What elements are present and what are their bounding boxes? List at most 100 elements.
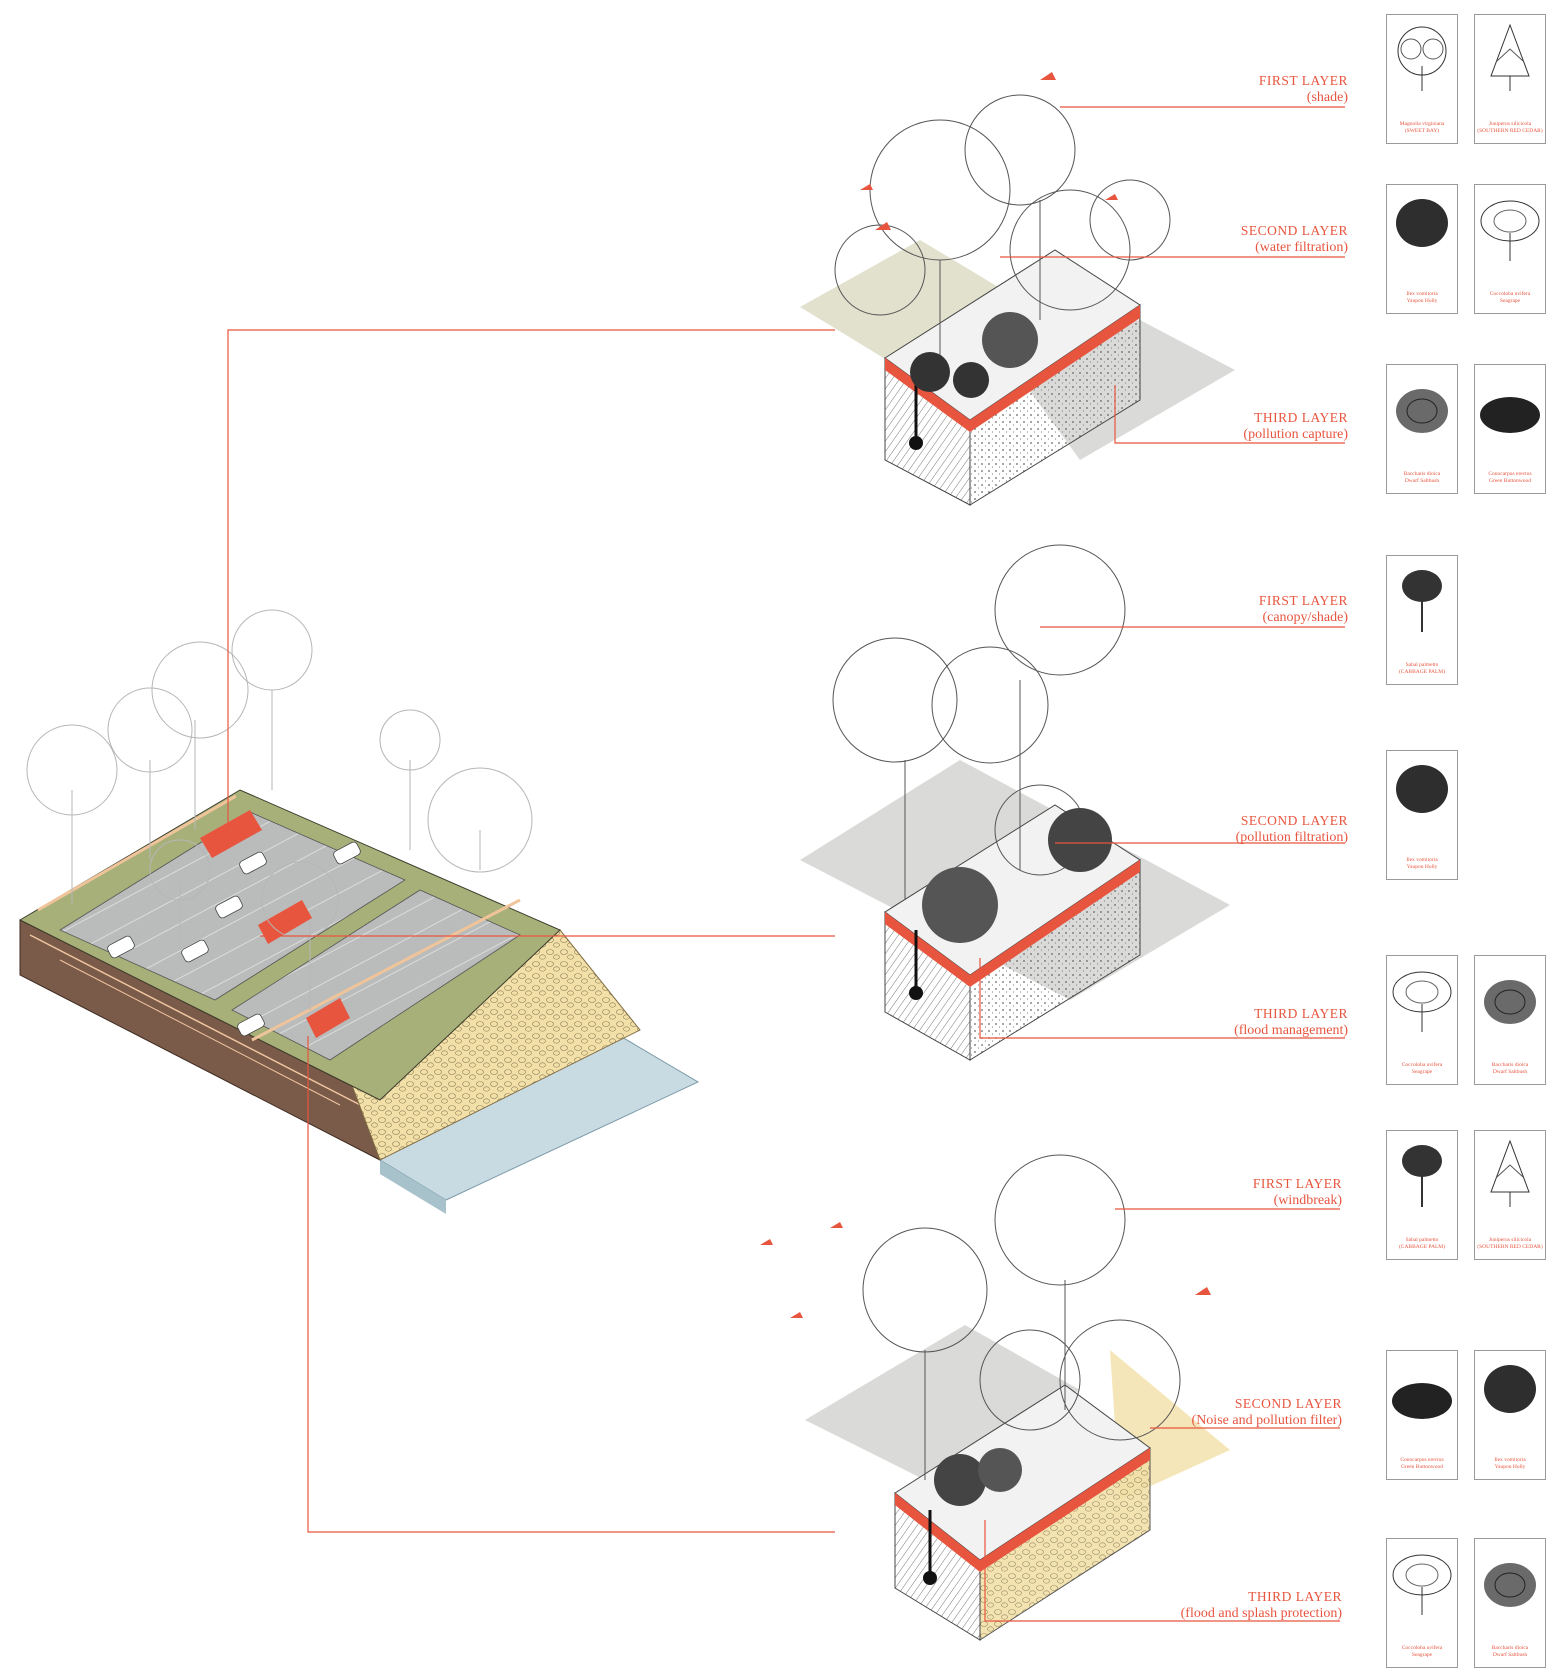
plant-card-caption: Sabal palmetto(CABBAGE PALM)	[1389, 662, 1455, 676]
plant-common-name: Green Buttonwood	[1488, 478, 1531, 484]
section-3-layer-2-label: SECOND LAYER (Noise and pollution filter…	[1192, 1395, 1342, 1429]
palm-tree-icon	[1402, 570, 1442, 632]
conifer-tree-icon	[1490, 1139, 1530, 1207]
plant-common-name: Yaupon Holly	[1406, 864, 1438, 870]
layer-function: (Noise and pollution filter)	[1191, 1413, 1342, 1428]
dense-shrub-icon	[1396, 765, 1448, 813]
layer-function: (pollution capture)	[1243, 427, 1348, 442]
plant-card: Juniperus silicicola(SOUTHERN RED CEDAR)	[1474, 1130, 1546, 1260]
sprawling-tree-icon	[1480, 200, 1540, 261]
plant-scientific-name: Sabal palmetto	[1405, 1237, 1439, 1243]
plant-scientific-name: Coccoloba uvifera	[1401, 1645, 1443, 1651]
section-3-layer-3-label: THIRD LAYER (flood and splash protection…	[1181, 1588, 1342, 1622]
layer-title: FIRST LAYER	[1258, 593, 1348, 608]
layer-function: (canopy/shade)	[1262, 610, 1348, 625]
plant-common-name: Dwarf Saltbush	[1404, 478, 1440, 484]
plant-common-name: (CABBAGE PALM)	[1398, 669, 1446, 675]
highlight-zone-2	[258, 900, 312, 944]
layer-title: SECOND LAYER	[1234, 1396, 1342, 1411]
callout-lines	[979, 106, 1345, 1622]
section-block-median	[800, 544, 1230, 1061]
highlight-zone-3	[306, 998, 350, 1038]
dense-shrub-icon	[1484, 1365, 1536, 1413]
wide-shrub-icon	[1480, 397, 1540, 433]
conifer-tree-icon	[1490, 23, 1530, 91]
plant-scientific-name: Ilex vomitoria	[1494, 1457, 1526, 1463]
plant-scientific-name: Conocarpus erectus	[1488, 471, 1532, 477]
plant-scientific-name: Baccharis dioica	[1403, 471, 1441, 477]
section-block-parking	[800, 94, 1235, 506]
layer-title: FIRST LAYER	[1258, 73, 1348, 88]
plant-common-name: Seagrape	[1411, 1652, 1433, 1658]
section-block-waterfront	[760, 72, 1230, 1641]
section-1-layer-1-label: FIRST LAYER (shade)	[1259, 72, 1348, 106]
plant-common-name: Seagrape	[1499, 298, 1521, 304]
plant-common-name: Dwarf Saltbush	[1492, 1652, 1528, 1658]
broadleaf-tree-icon	[1397, 26, 1447, 91]
layer-title: THIRD LAYER	[1248, 1589, 1342, 1604]
section-3-layer-1-label: FIRST LAYER (windbreak)	[1253, 1175, 1342, 1209]
plant-common-name: (SOUTHERN RED CEDAR)	[1477, 128, 1543, 134]
plant-card-caption: Sabal palmetto(CABBAGE PALM)	[1389, 1237, 1455, 1251]
shrub-icon	[1396, 389, 1448, 433]
plant-common-name: (CABBAGE PALM)	[1398, 1244, 1446, 1250]
plant-scientific-name: Conocarpus erectus	[1400, 1457, 1444, 1463]
sprawling-tree-icon	[1392, 1554, 1452, 1615]
overview-block	[18, 609, 700, 1214]
plant-scientific-name: Juniperus silicicola	[1488, 1237, 1532, 1243]
layer-function: (windbreak)	[1273, 1193, 1342, 1208]
plant-card-caption: Juniperus silicicola(SOUTHERN RED CEDAR)	[1477, 1237, 1543, 1251]
plant-card: Sabal palmetto(CABBAGE PALM)	[1386, 555, 1458, 685]
plant-common-name: Green Buttonwood	[1400, 1464, 1443, 1470]
sprawling-tree-icon	[1392, 971, 1452, 1032]
section-2-layer-2-label: SECOND LAYER (pollution filtration)	[1236, 812, 1348, 846]
shrub-icon	[1484, 1563, 1536, 1607]
section-2-layer-3-label: THIRD LAYER (flood management)	[1234, 1005, 1348, 1039]
plant-scientific-name: Magnolia virginiana	[1399, 121, 1445, 127]
plant-common-name: (SOUTHERN RED CEDAR)	[1477, 1244, 1543, 1250]
section-2-layer-1-label: FIRST LAYER (canopy/shade)	[1259, 592, 1348, 626]
plant-card-caption: Juniperus silicicola(SOUTHERN RED CEDAR)	[1477, 121, 1543, 135]
plant-card-caption: Magnolia virginiana(SWEET BAY)	[1389, 121, 1455, 135]
layer-function: (pollution filtration)	[1235, 830, 1348, 845]
leader-lines	[227, 329, 835, 1533]
plant-scientific-name: Sabal palmetto	[1405, 662, 1439, 668]
layer-function: (flood management)	[1234, 1023, 1348, 1038]
layer-title: THIRD LAYER	[1254, 410, 1348, 425]
layer-title: THIRD LAYER	[1254, 1006, 1348, 1021]
layer-function: (flood and splash protection)	[1180, 1606, 1342, 1621]
palm-tree-icon	[1402, 1145, 1442, 1207]
highlight-zone-1	[200, 810, 262, 858]
plant-scientific-name: Baccharis dioica	[1491, 1645, 1529, 1651]
plant-card: Sabal palmetto(CABBAGE PALM)	[1386, 1130, 1458, 1260]
plant-scientific-name: Juniperus silicicola	[1488, 121, 1532, 127]
plant-common-name: Yaupon Holly	[1406, 298, 1438, 304]
plant-card: Magnolia virginiana(SWEET BAY)	[1386, 14, 1458, 144]
plant-common-name: Seagrape	[1411, 1069, 1433, 1075]
plant-common-name: Yaupon Holly	[1494, 1464, 1526, 1470]
layer-function: (water filtration)	[1255, 240, 1348, 255]
dense-shrub-icon	[1396, 199, 1448, 247]
layer-title: SECOND LAYER	[1240, 223, 1348, 238]
plant-scientific-name: Coccoloba uvifera	[1401, 1062, 1443, 1068]
